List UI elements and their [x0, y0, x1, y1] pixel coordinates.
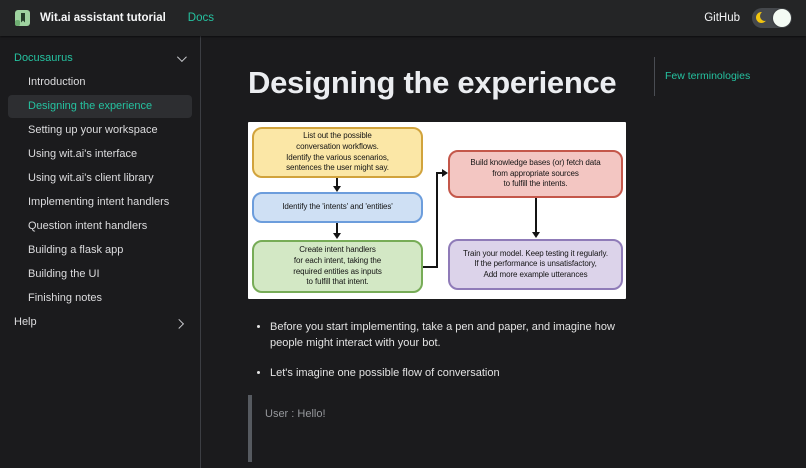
github-link[interactable]: GitHub [704, 12, 740, 24]
arrow-line [336, 223, 338, 234]
moon-icon [756, 11, 770, 24]
site-title: Wit.ai assistant tutorial [40, 12, 166, 24]
arrow-down-icon [333, 233, 341, 239]
flowchart-box-create-handlers: Create intent handlers for each intent, … [252, 240, 423, 293]
sidebar-item-designing-the-experience[interactable]: Designing the experience [8, 95, 192, 118]
navbar: Wit.ai assistant tutorial Docs GitHub [0, 0, 806, 36]
sidebar-item-building-the-ui[interactable]: Building the UI [28, 268, 100, 280]
sidebar-item-implementing-intent-handlers[interactable]: Implementing intent handlers [28, 196, 170, 208]
bullet-list: Before you start implementing, take a pe… [248, 319, 629, 381]
arrow-line [436, 172, 438, 268]
sidebar-category-label: Docusaurus [14, 52, 73, 64]
sidebar-category-docusaurus[interactable]: Docusaurus [8, 47, 192, 70]
list-item: Before you start implementing, take a pe… [270, 319, 629, 351]
sidebar-menu-list: Introduction Designing the experience Se… [8, 71, 192, 310]
sidebar-item-finishing-notes[interactable]: Finishing notes [28, 292, 102, 304]
toc-list: Few terminologies [654, 57, 750, 96]
flowchart-box-train-model: Train your model. Keep testing it regula… [448, 239, 623, 290]
toggle-knob-icon [773, 9, 791, 27]
doc-content: Designing the experience List out the po… [201, 36, 806, 468]
table-of-contents: Few terminologies [654, 57, 750, 468]
sidebar-item-using-witai-interface[interactable]: Using wit.ai's interface [28, 148, 138, 160]
chevron-right-icon [174, 318, 185, 329]
flowchart-box-build-knowledge: Build knowledge bases (or) fetch data fr… [448, 150, 623, 198]
site-logo-icon [15, 10, 30, 26]
doc-article: Designing the experience List out the po… [248, 57, 629, 468]
arrow-right-icon [442, 169, 448, 177]
flowchart-image: List out the possible conversation workf… [248, 122, 626, 299]
sidebar-item-using-witai-client-library[interactable]: Using wit.ai's client library [28, 172, 154, 184]
moon-cut [760, 11, 770, 21]
toc-link-few-terminologies[interactable]: Few terminologies [665, 70, 751, 82]
arrow-down-icon [333, 186, 341, 192]
docs-link[interactable]: Docs [187, 12, 214, 24]
navbar-left: Wit.ai assistant tutorial Docs [14, 9, 214, 27]
sidebar-item-introduction[interactable]: Introduction [28, 76, 86, 88]
sidebar-item-building-a-flask-app[interactable]: Building a flask app [28, 244, 124, 256]
quote-text: User : Hello! [265, 408, 326, 420]
sidebar-category-help[interactable]: Help [8, 311, 192, 334]
brand-link[interactable]: Wit.ai assistant tutorial [14, 9, 166, 27]
sidebar: Docusaurus Introduction Designing the ex… [0, 36, 201, 468]
sidebar-item-question-intent-handlers[interactable]: Question intent handlers [28, 220, 148, 232]
page-layout: Docusaurus Introduction Designing the ex… [0, 36, 806, 468]
sidebar-help-label: Help [14, 316, 37, 328]
flowchart-box-identify-intents: Identify the 'intents' and 'entities' [252, 192, 423, 223]
arrow-line [336, 178, 338, 187]
list-item: Let's imagine one possible flow of conve… [270, 365, 629, 381]
dark-mode-toggle[interactable] [752, 8, 792, 28]
chevron-down-icon [176, 52, 187, 63]
arrow-line [436, 172, 443, 174]
page-title: Designing the experience [248, 65, 617, 100]
arrow-down-icon [532, 232, 540, 238]
arrow-line [423, 266, 438, 268]
conversation-blockquote: User : Hello! [248, 395, 629, 462]
navbar-right: GitHub [704, 8, 792, 28]
arrow-line [535, 198, 537, 233]
sidebar-item-setting-up-your-workspace[interactable]: Setting up your workspace [28, 124, 158, 136]
flowchart-box-list-workflows: List out the possible conversation workf… [252, 127, 423, 178]
